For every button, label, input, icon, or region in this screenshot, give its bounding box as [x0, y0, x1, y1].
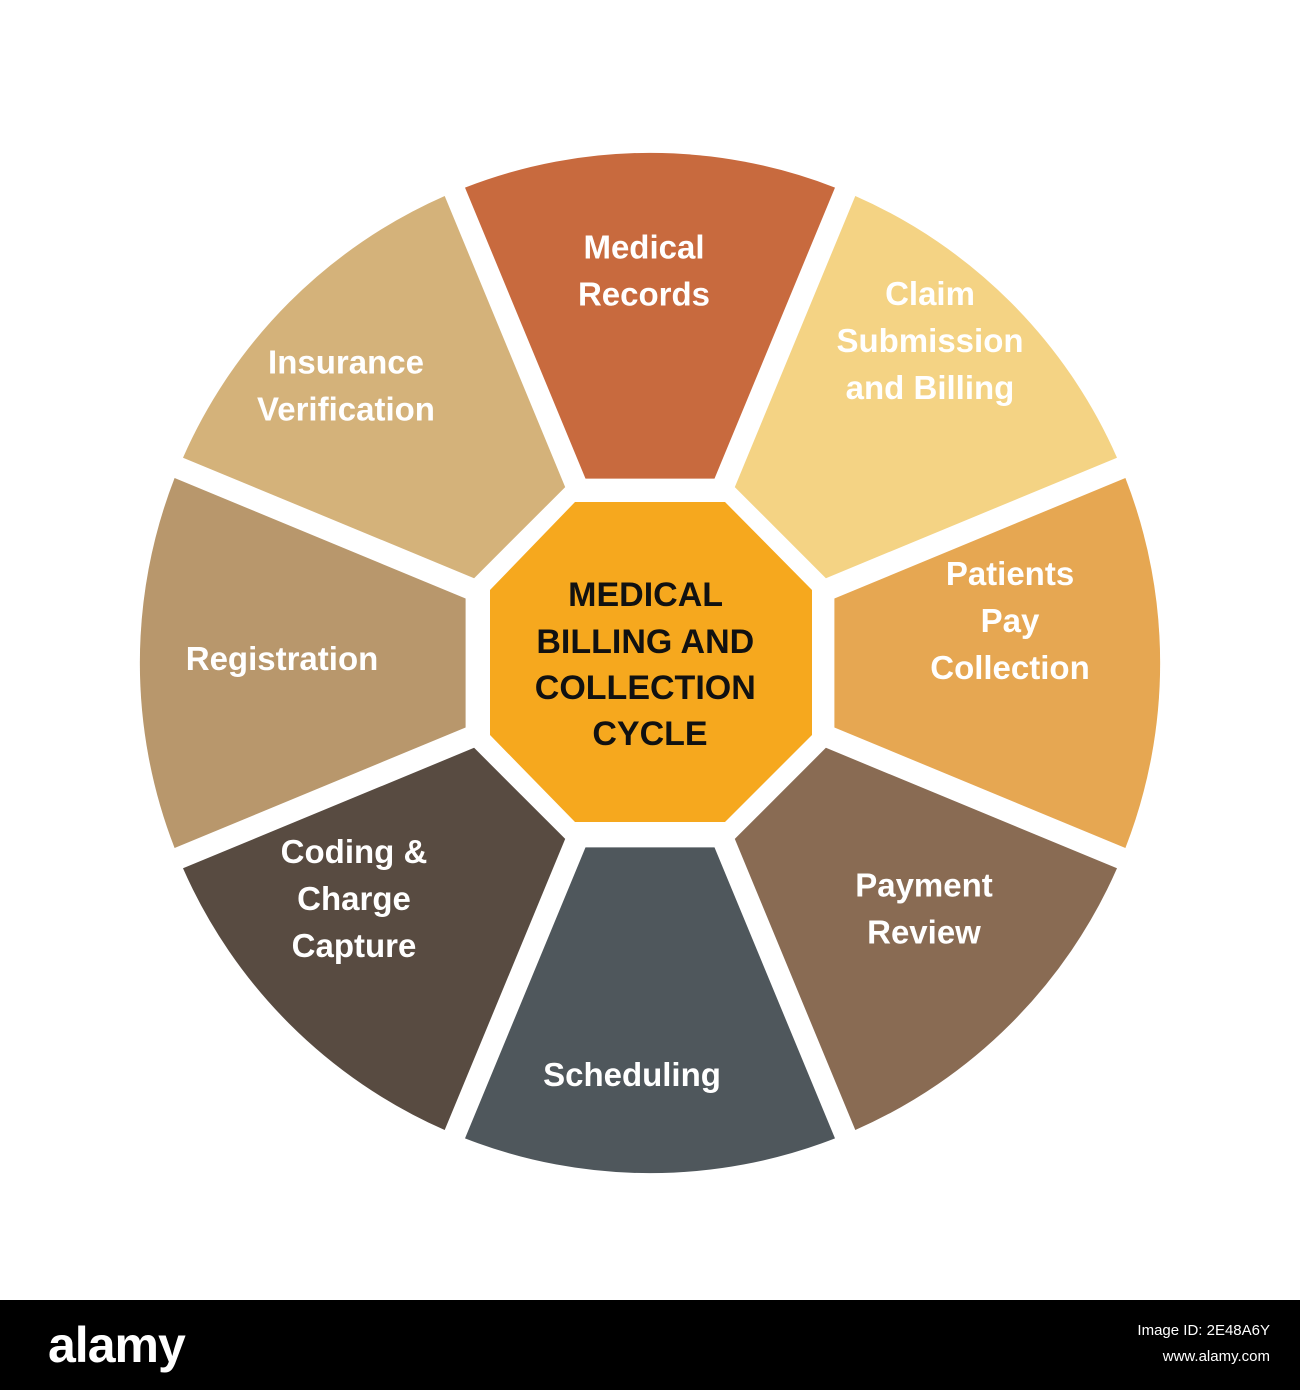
- center-title: MEDICAL BILLING AND COLLECTION CYCLE: [535, 576, 765, 753]
- center-octagon: [490, 502, 812, 822]
- segment-label-line: Claim: [885, 275, 975, 312]
- segment-label-scheduling: Scheduling: [543, 1056, 721, 1093]
- center-title-line: MEDICAL: [568, 576, 722, 614]
- segment-insurance-verification: [183, 196, 566, 579]
- footer-bar: alamy Image ID: 2E48A6Y www.alamy.com: [0, 1300, 1300, 1390]
- segment-registration: [139, 478, 466, 848]
- segment-label-line: Charge: [297, 880, 411, 917]
- image-id-text: Image ID: 2E48A6Y: [1137, 1322, 1270, 1339]
- alamy-logo: alamy: [48, 1317, 186, 1373]
- segment-label-registration: Registration: [186, 640, 379, 677]
- segment-medical-records: [465, 152, 835, 479]
- segment-scheduling: [465, 847, 835, 1174]
- segment-payment-review: [734, 747, 1117, 1130]
- segment-coding-charge: [183, 747, 566, 1130]
- segment-label-line: Collection: [930, 649, 1090, 686]
- segment-label-line: Insurance: [268, 344, 424, 381]
- segment-claim-submission: [734, 196, 1117, 579]
- segment-label-line: Records: [578, 276, 710, 313]
- segment-label-line: Submission: [836, 322, 1023, 359]
- image-credit: Image ID: 2E48A6Y www.alamy.com: [1137, 1318, 1270, 1370]
- segment-label-line: Medical: [583, 229, 704, 266]
- segment-label-line: Coding &: [281, 833, 428, 870]
- center-title-line: CYCLE: [592, 715, 707, 753]
- center-title-line: COLLECTION: [535, 669, 756, 707]
- site-url-text: www.alamy.com: [1162, 1348, 1270, 1365]
- segment-label-line: Capture: [292, 927, 417, 964]
- segment-patients-pay: [834, 478, 1161, 848]
- segment-label-line: Scheduling: [543, 1056, 721, 1093]
- segment-label-line: Verification: [257, 391, 435, 428]
- segment-label-line: and Billing: [846, 369, 1015, 406]
- segment-label-line: Registration: [186, 640, 379, 677]
- segment-label-line: Review: [867, 914, 981, 951]
- segment-label-line: Pay: [981, 602, 1040, 639]
- center-title-line: BILLING AND: [536, 623, 754, 661]
- segment-label-line: Patients: [946, 555, 1074, 592]
- segment-label-line: Payment: [855, 867, 993, 904]
